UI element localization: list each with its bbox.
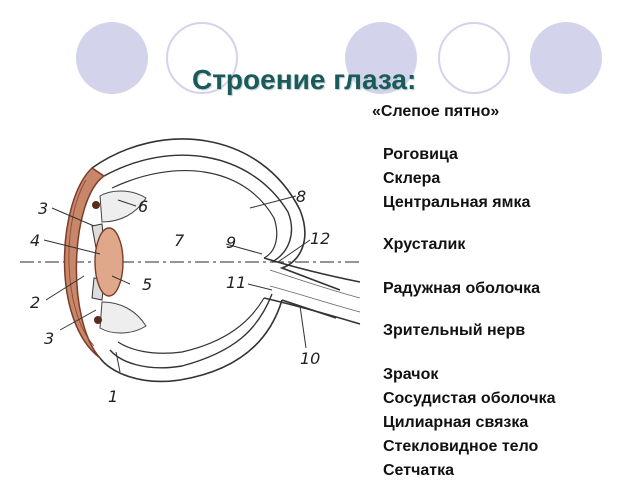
term-item: Сосудистая оболочка	[383, 390, 556, 407]
diagram-label-2: 2	[30, 293, 40, 312]
retina-layer	[111, 170, 278, 259]
diagram-label-8: 8	[296, 187, 306, 206]
ciliary-body-lower	[99, 301, 147, 334]
leader-lines	[43, 195, 311, 373]
canal-dot	[92, 201, 100, 209]
canal-dot	[94, 316, 102, 324]
term-item: Зрачок	[383, 366, 439, 383]
cornea	[63, 167, 106, 359]
decor-circle-2	[166, 22, 238, 94]
eye-diagram: 1 2 3 3 4 5 6 7 8 9 10 11 12	[20, 138, 361, 406]
ciliary-body-upper	[99, 190, 147, 223]
diagram-label-12: 12	[310, 229, 330, 248]
slide-title: Строение глаза:	[192, 64, 417, 95]
term-item: Хрусталик	[383, 236, 466, 253]
term-item: Радужная оболочка	[383, 280, 541, 297]
decor-circle-4	[438, 22, 510, 94]
diagram-label-3b: 3	[44, 329, 54, 348]
diagram-label-5: 5	[142, 275, 152, 294]
term-item: Зрительный нерв	[383, 322, 526, 339]
choroid-layer	[103, 154, 293, 263]
diagram-label-4: 4	[30, 231, 40, 250]
optic-nerve-fibers	[269, 269, 361, 313]
term-item: Роговица	[383, 146, 458, 163]
term-item: Стекловидное тело	[383, 438, 539, 455]
diagram-label-11: 11	[226, 273, 246, 292]
decor-circle-3	[345, 22, 417, 94]
optic-nerve	[263, 257, 361, 325]
choroid-layer-lower	[109, 293, 273, 369]
diagram-label-9: 9	[226, 233, 236, 252]
diagram-label-7: 7	[174, 231, 185, 250]
lens	[94, 227, 124, 297]
term-item: Склера	[383, 170, 441, 187]
diagram-label-10: 10	[300, 349, 320, 368]
sclera-outer	[91, 138, 341, 383]
diagram-label-6: 6	[138, 197, 148, 216]
diagram-label-3: 3	[38, 199, 48, 218]
decor-circle-1	[76, 22, 148, 94]
diagram-label-1: 1	[108, 387, 118, 406]
slide-subtitle: «Слепое пятно»	[372, 103, 500, 120]
retina-layer-lower	[117, 297, 265, 354]
term-item: Сетчатка	[383, 462, 455, 479]
decor-circle-5	[530, 22, 602, 94]
term-item: Центральная ямка	[383, 194, 531, 211]
cornea-inner-line	[68, 179, 95, 347]
term-item: Цилиарная связка	[383, 414, 529, 431]
